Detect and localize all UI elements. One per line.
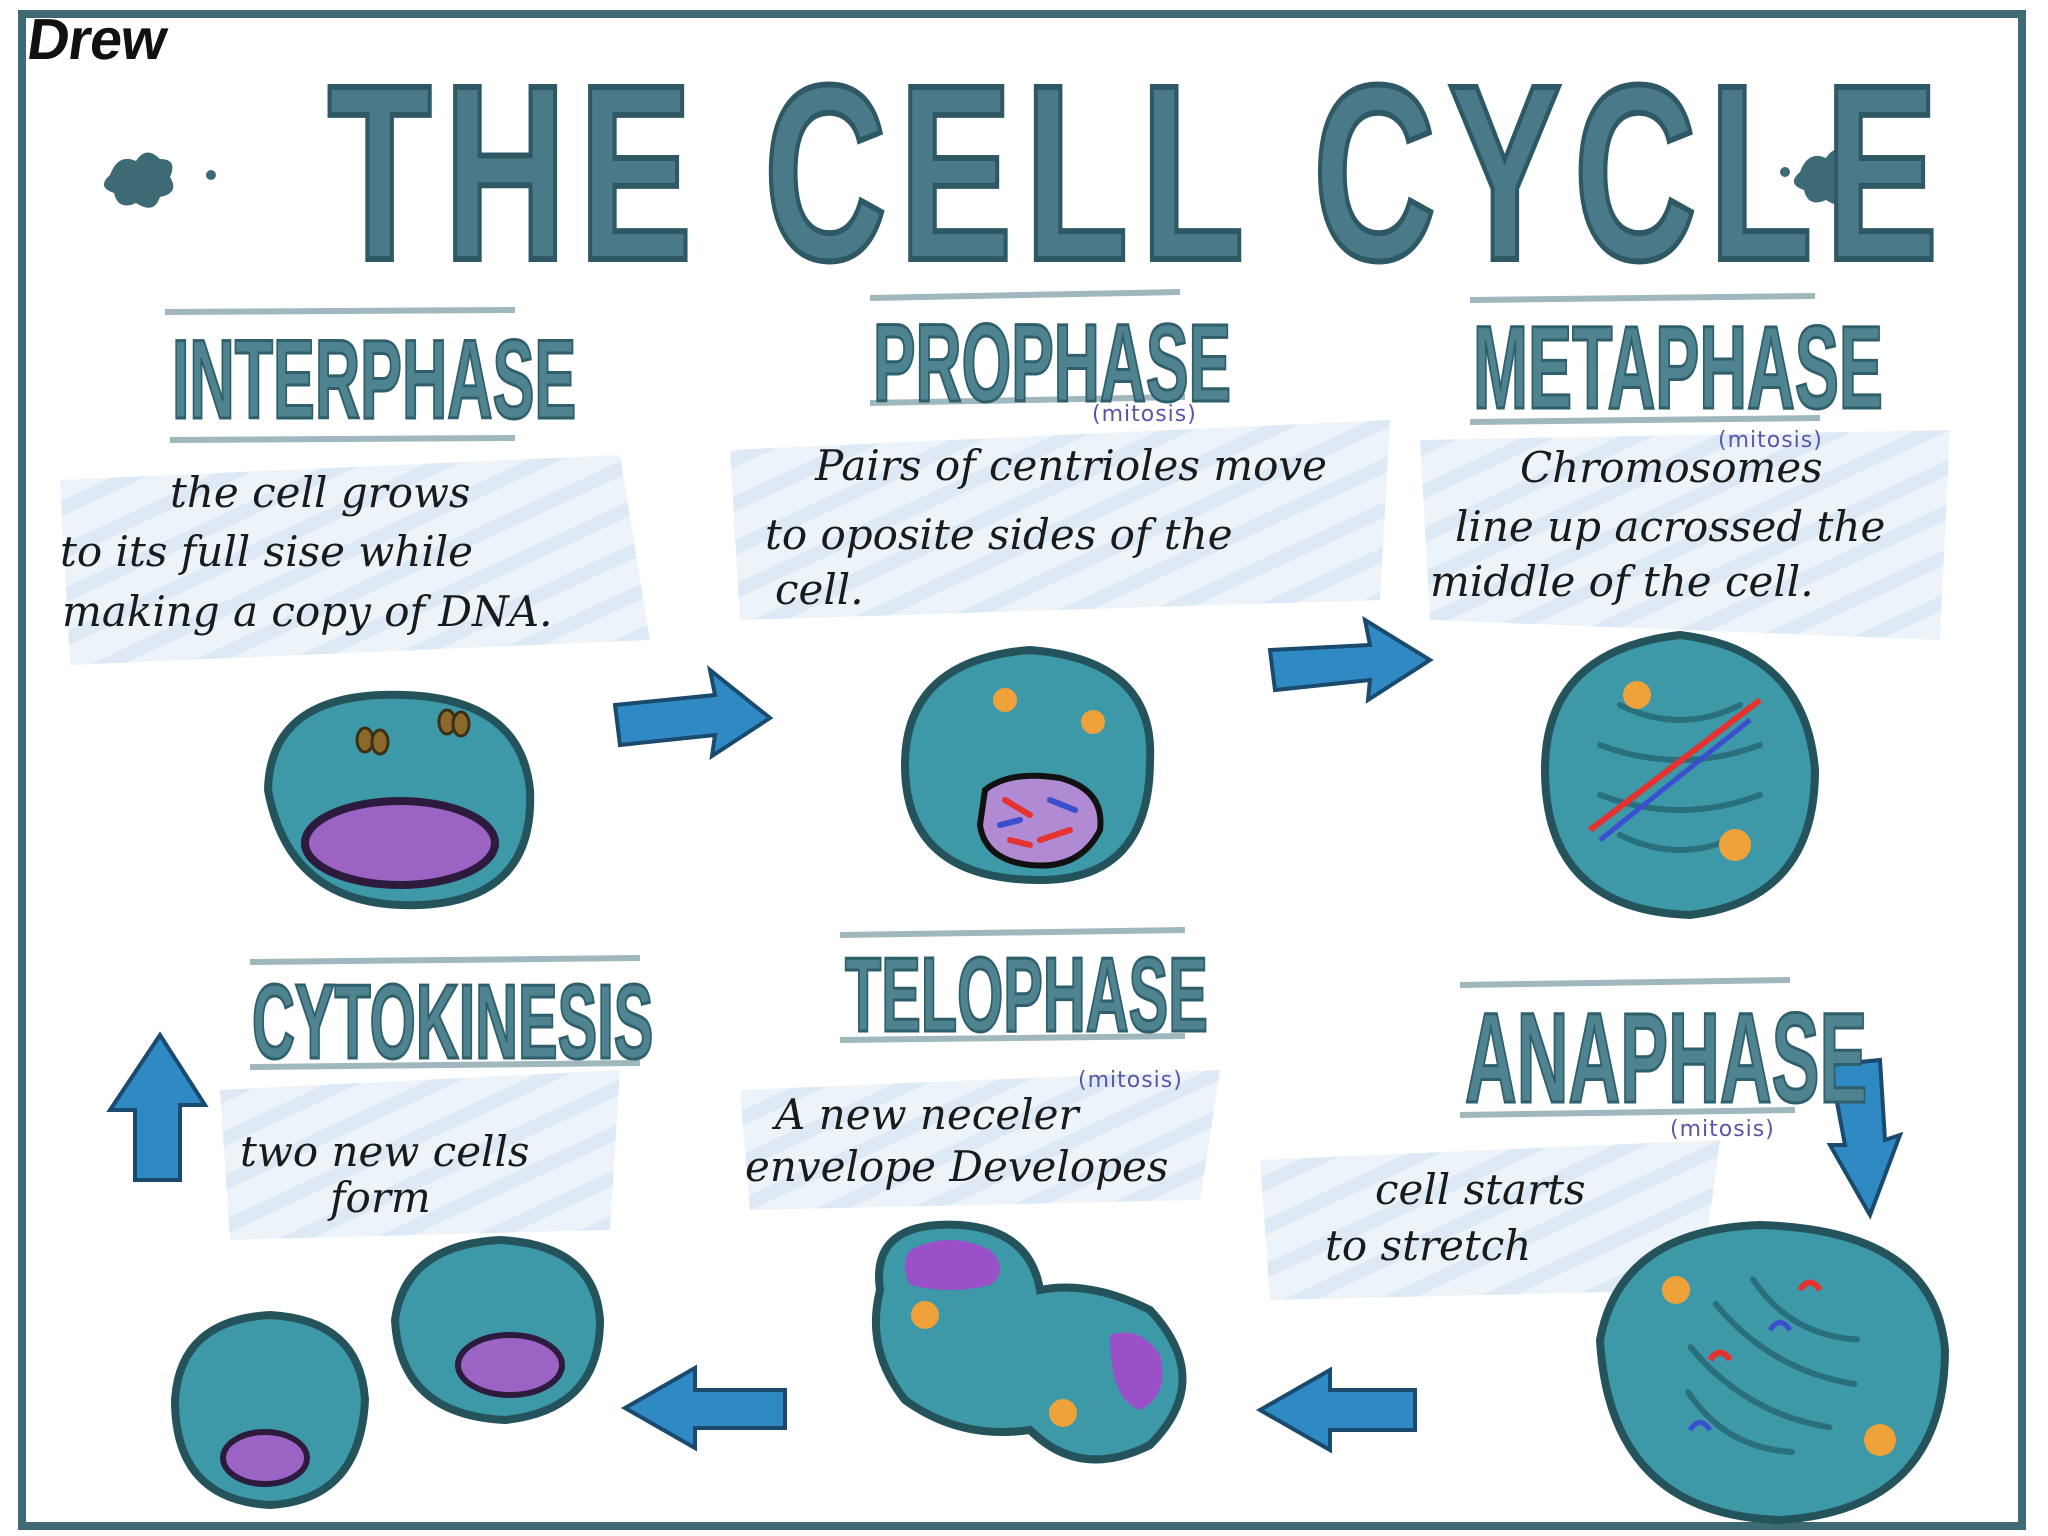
interphase-line-1: the cell grows bbox=[170, 463, 470, 523]
metaphase-cell bbox=[1545, 635, 1815, 915]
anaphase-mitosis-tag: (mitosis) bbox=[1670, 1117, 1775, 1142]
metaphase-line-2: line up acrossed the bbox=[1455, 497, 1885, 557]
arrow-cytokinesis-to-interphase-icon bbox=[110, 1035, 205, 1180]
interphase-line-2: to its full sise while bbox=[60, 522, 473, 582]
interphase-line-3: making a copy of DNA. bbox=[62, 582, 553, 642]
metaphase-heading: METAPHASE bbox=[1473, 300, 1883, 436]
author-signature: Drew bbox=[23, 6, 170, 73]
arrow-interphase-to-prophase-icon bbox=[615, 670, 770, 756]
anaphase-heading: ANAPHASE bbox=[1465, 985, 1867, 1132]
metaphase-line-3: middle of the cell. bbox=[1430, 552, 1814, 612]
arrow-telophase-to-cytokinesis-icon bbox=[625, 1368, 785, 1448]
prophase-line-2: to oposite sides of the bbox=[765, 505, 1233, 565]
prophase-line-3: cell. bbox=[775, 560, 864, 620]
telophase-cell bbox=[876, 1225, 1183, 1460]
left-ornament-icon bbox=[104, 152, 173, 207]
prophase-cell bbox=[905, 650, 1150, 880]
cytokinesis-heading: CYTOKINESIS bbox=[252, 962, 653, 1083]
anaphase-cell bbox=[1600, 1225, 1945, 1520]
arrow-anaphase-to-telophase-icon bbox=[1260, 1370, 1415, 1450]
cytokinesis-line-2: form bbox=[330, 1168, 431, 1228]
prophase-line-1: Pairs of centrioles move bbox=[815, 436, 1327, 496]
interphase-cell bbox=[268, 695, 530, 905]
page-title: THE CELL CYCLE bbox=[328, 48, 1721, 298]
telophase-mitosis-tag: (mitosis) bbox=[1078, 1068, 1183, 1093]
arrow-prophase-to-metaphase-icon bbox=[1270, 620, 1430, 700]
telophase-line-2: envelope Developes bbox=[745, 1137, 1168, 1197]
anaphase-line-1: cell starts bbox=[1375, 1160, 1586, 1220]
interphase-heading: INTERPHASE bbox=[172, 315, 576, 444]
prophase-mitosis-tag: (mitosis) bbox=[1092, 402, 1197, 427]
telophase-heading: TELOPHASE bbox=[845, 935, 1208, 1056]
cytokinesis-cells bbox=[175, 1240, 600, 1505]
telophase-line-1: A new neceler bbox=[775, 1085, 1079, 1145]
anaphase-line-2: to stretch bbox=[1325, 1216, 1531, 1276]
metaphase-line-1: Chromosomes bbox=[1520, 438, 1823, 498]
